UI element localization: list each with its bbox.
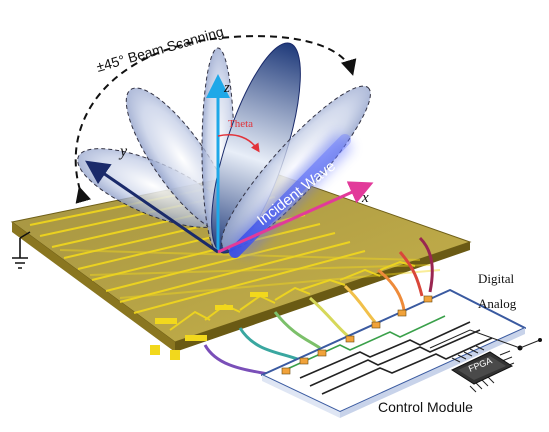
control-lines [284,315,493,395]
x-axis [217,181,374,254]
coordinate-axes: z y x Theta [85,74,374,254]
analog-label: Analog [478,296,517,311]
theta-arc [217,134,260,153]
beam-scanning-arc [74,35,357,204]
metasurface-board [10,169,472,360]
beam-scanning-label: ±45° Beam Scanning [94,23,225,75]
x-axis-label: x [361,190,369,206]
control-module: Control Module Digital Analog [261,271,526,418]
theta-label: Theta [228,118,253,130]
control-module-label: Control Module [378,399,473,415]
fpga-chip-icon: FPGA [429,329,542,393]
ground-icon [12,231,31,269]
y-axis [85,160,219,254]
digital-label: Digital [478,271,514,286]
feed-pads [150,292,268,360]
z-axis-label: z [223,80,230,96]
y-axis-label: y [118,143,128,160]
connector-pads [281,295,433,375]
